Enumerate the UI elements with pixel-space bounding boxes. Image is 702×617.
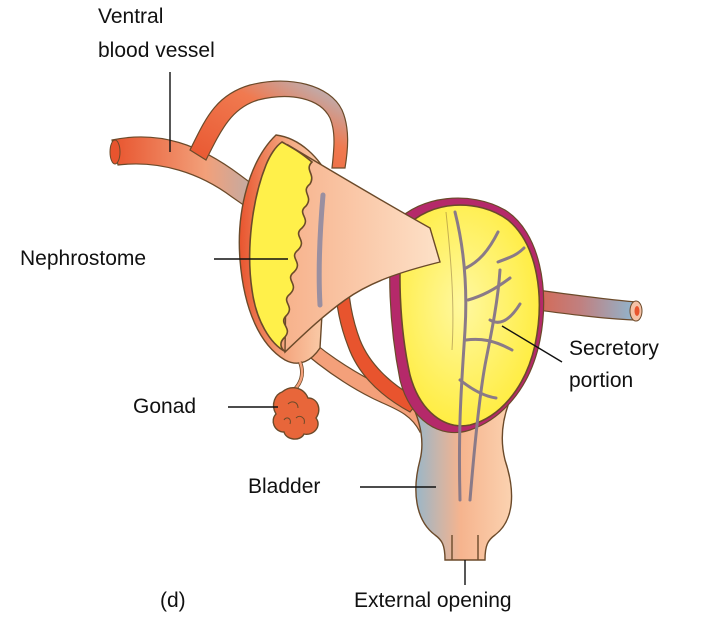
label-secretory-line1: Secretory	[569, 336, 659, 362]
panel-label: (d)	[160, 588, 186, 614]
label-nephrostome: Nephrostome	[20, 246, 146, 272]
gonad	[273, 362, 319, 439]
label-external-opening: External opening	[354, 588, 512, 614]
label-secretory-line2: portion	[569, 368, 633, 394]
label-ventral-line1: Ventral	[98, 4, 163, 30]
label-bladder: Bladder	[248, 474, 320, 500]
label-gonad: Gonad	[133, 394, 196, 420]
label-ventral-line2: blood vessel	[98, 38, 215, 64]
